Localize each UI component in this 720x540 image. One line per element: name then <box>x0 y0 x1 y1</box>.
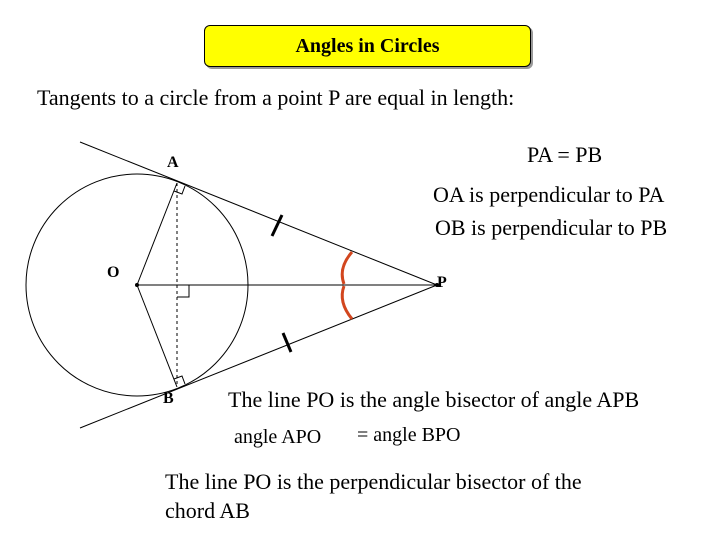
label-p: P <box>437 274 447 291</box>
point-p-dot <box>435 283 439 287</box>
angle-arc-lower <box>340 285 354 320</box>
angle-bpo-text: = angle BPO <box>357 424 461 446</box>
angle-arc-upper <box>340 251 354 285</box>
label-a: A <box>167 154 179 171</box>
right-angle-a <box>173 185 186 195</box>
radius-oa <box>136 182 178 286</box>
tangent-line-pa <box>79 141 438 286</box>
perpendicular-bisector-text: The line PO is the perpendicular bisecto… <box>165 469 582 523</box>
oa-perpendicular-text: OA is perpendicular to PA <box>433 182 665 207</box>
ob-perpendicular-text: OB is perpendicular to PB <box>435 215 668 240</box>
label-b: B <box>163 390 174 407</box>
intro-text: Tangents to a circle from a point P are … <box>37 85 515 110</box>
angle-bisector-text: The line PO is the angle bisector of ang… <box>228 387 640 412</box>
radius-ob <box>136 284 178 388</box>
tangent-line-pb <box>79 284 438 429</box>
label-o: O <box>107 264 120 281</box>
slide-title: Angles in Circles <box>295 34 440 57</box>
pa-equals-pb: PA = PB <box>527 142 603 167</box>
title-box: Angles in Circles <box>204 25 531 67</box>
tick-mark-pa <box>270 214 284 237</box>
point-o-dot <box>135 283 139 287</box>
angle-apo-text: angle APO <box>234 426 322 448</box>
right-angle-b <box>173 375 186 385</box>
tick-mark-pb <box>281 332 293 353</box>
right-angle-mid <box>177 285 190 298</box>
